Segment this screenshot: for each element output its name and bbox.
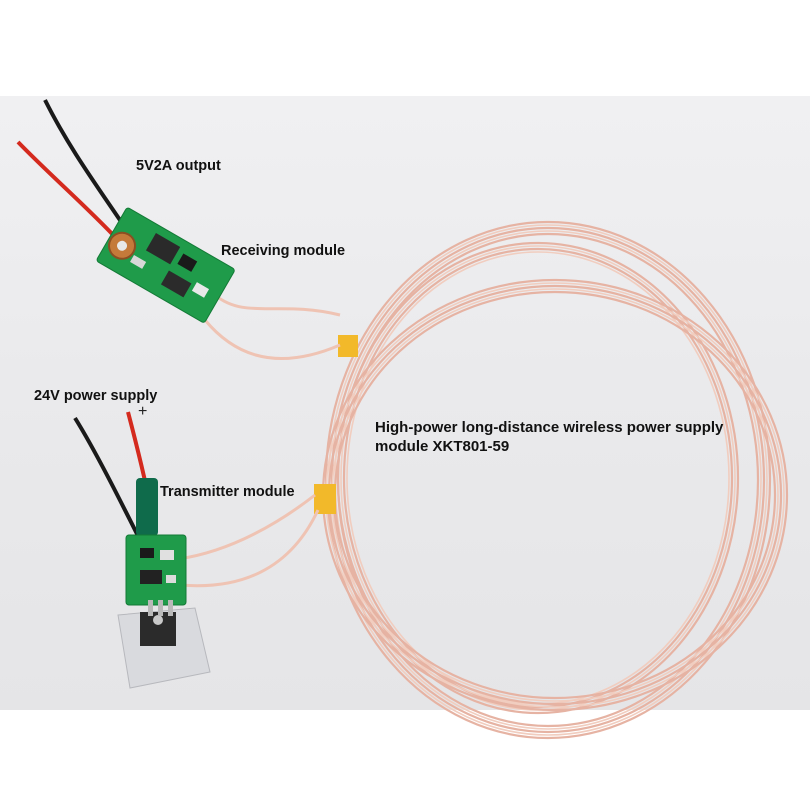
- product-description: High-power long-distance wireless power …: [375, 419, 724, 455]
- photo-backdrop: [0, 96, 810, 710]
- transmitter-module-label: Transmitter module: [160, 484, 295, 500]
- receiver-red-wire: [16, 140, 120, 242]
- positive-sign: +: [138, 403, 148, 420]
- output-label: 5V2A output: [136, 158, 221, 174]
- receiving-module-pcb: [96, 207, 235, 323]
- heatsink: [117, 600, 211, 689]
- transmitter-lead-a: [169, 493, 316, 562]
- transmitter-lead-b: [179, 509, 320, 588]
- receiver-black-wire: [43, 99, 130, 234]
- capacitor: [136, 478, 158, 536]
- coil-tape-upper: [338, 335, 358, 357]
- receiver-lead-a: [214, 293, 341, 317]
- receiver-lead-b: [203, 319, 341, 361]
- coil-tape-lower: [314, 484, 336, 514]
- receiving-module-label: Receiving module: [221, 243, 346, 259]
- power-supply-label: 24V power supply: [34, 388, 158, 404]
- transmitter-black-wire: [73, 416, 142, 541]
- wireless-coil: [321, 220, 789, 740]
- transmitter-module-pcb: [125, 534, 187, 606]
